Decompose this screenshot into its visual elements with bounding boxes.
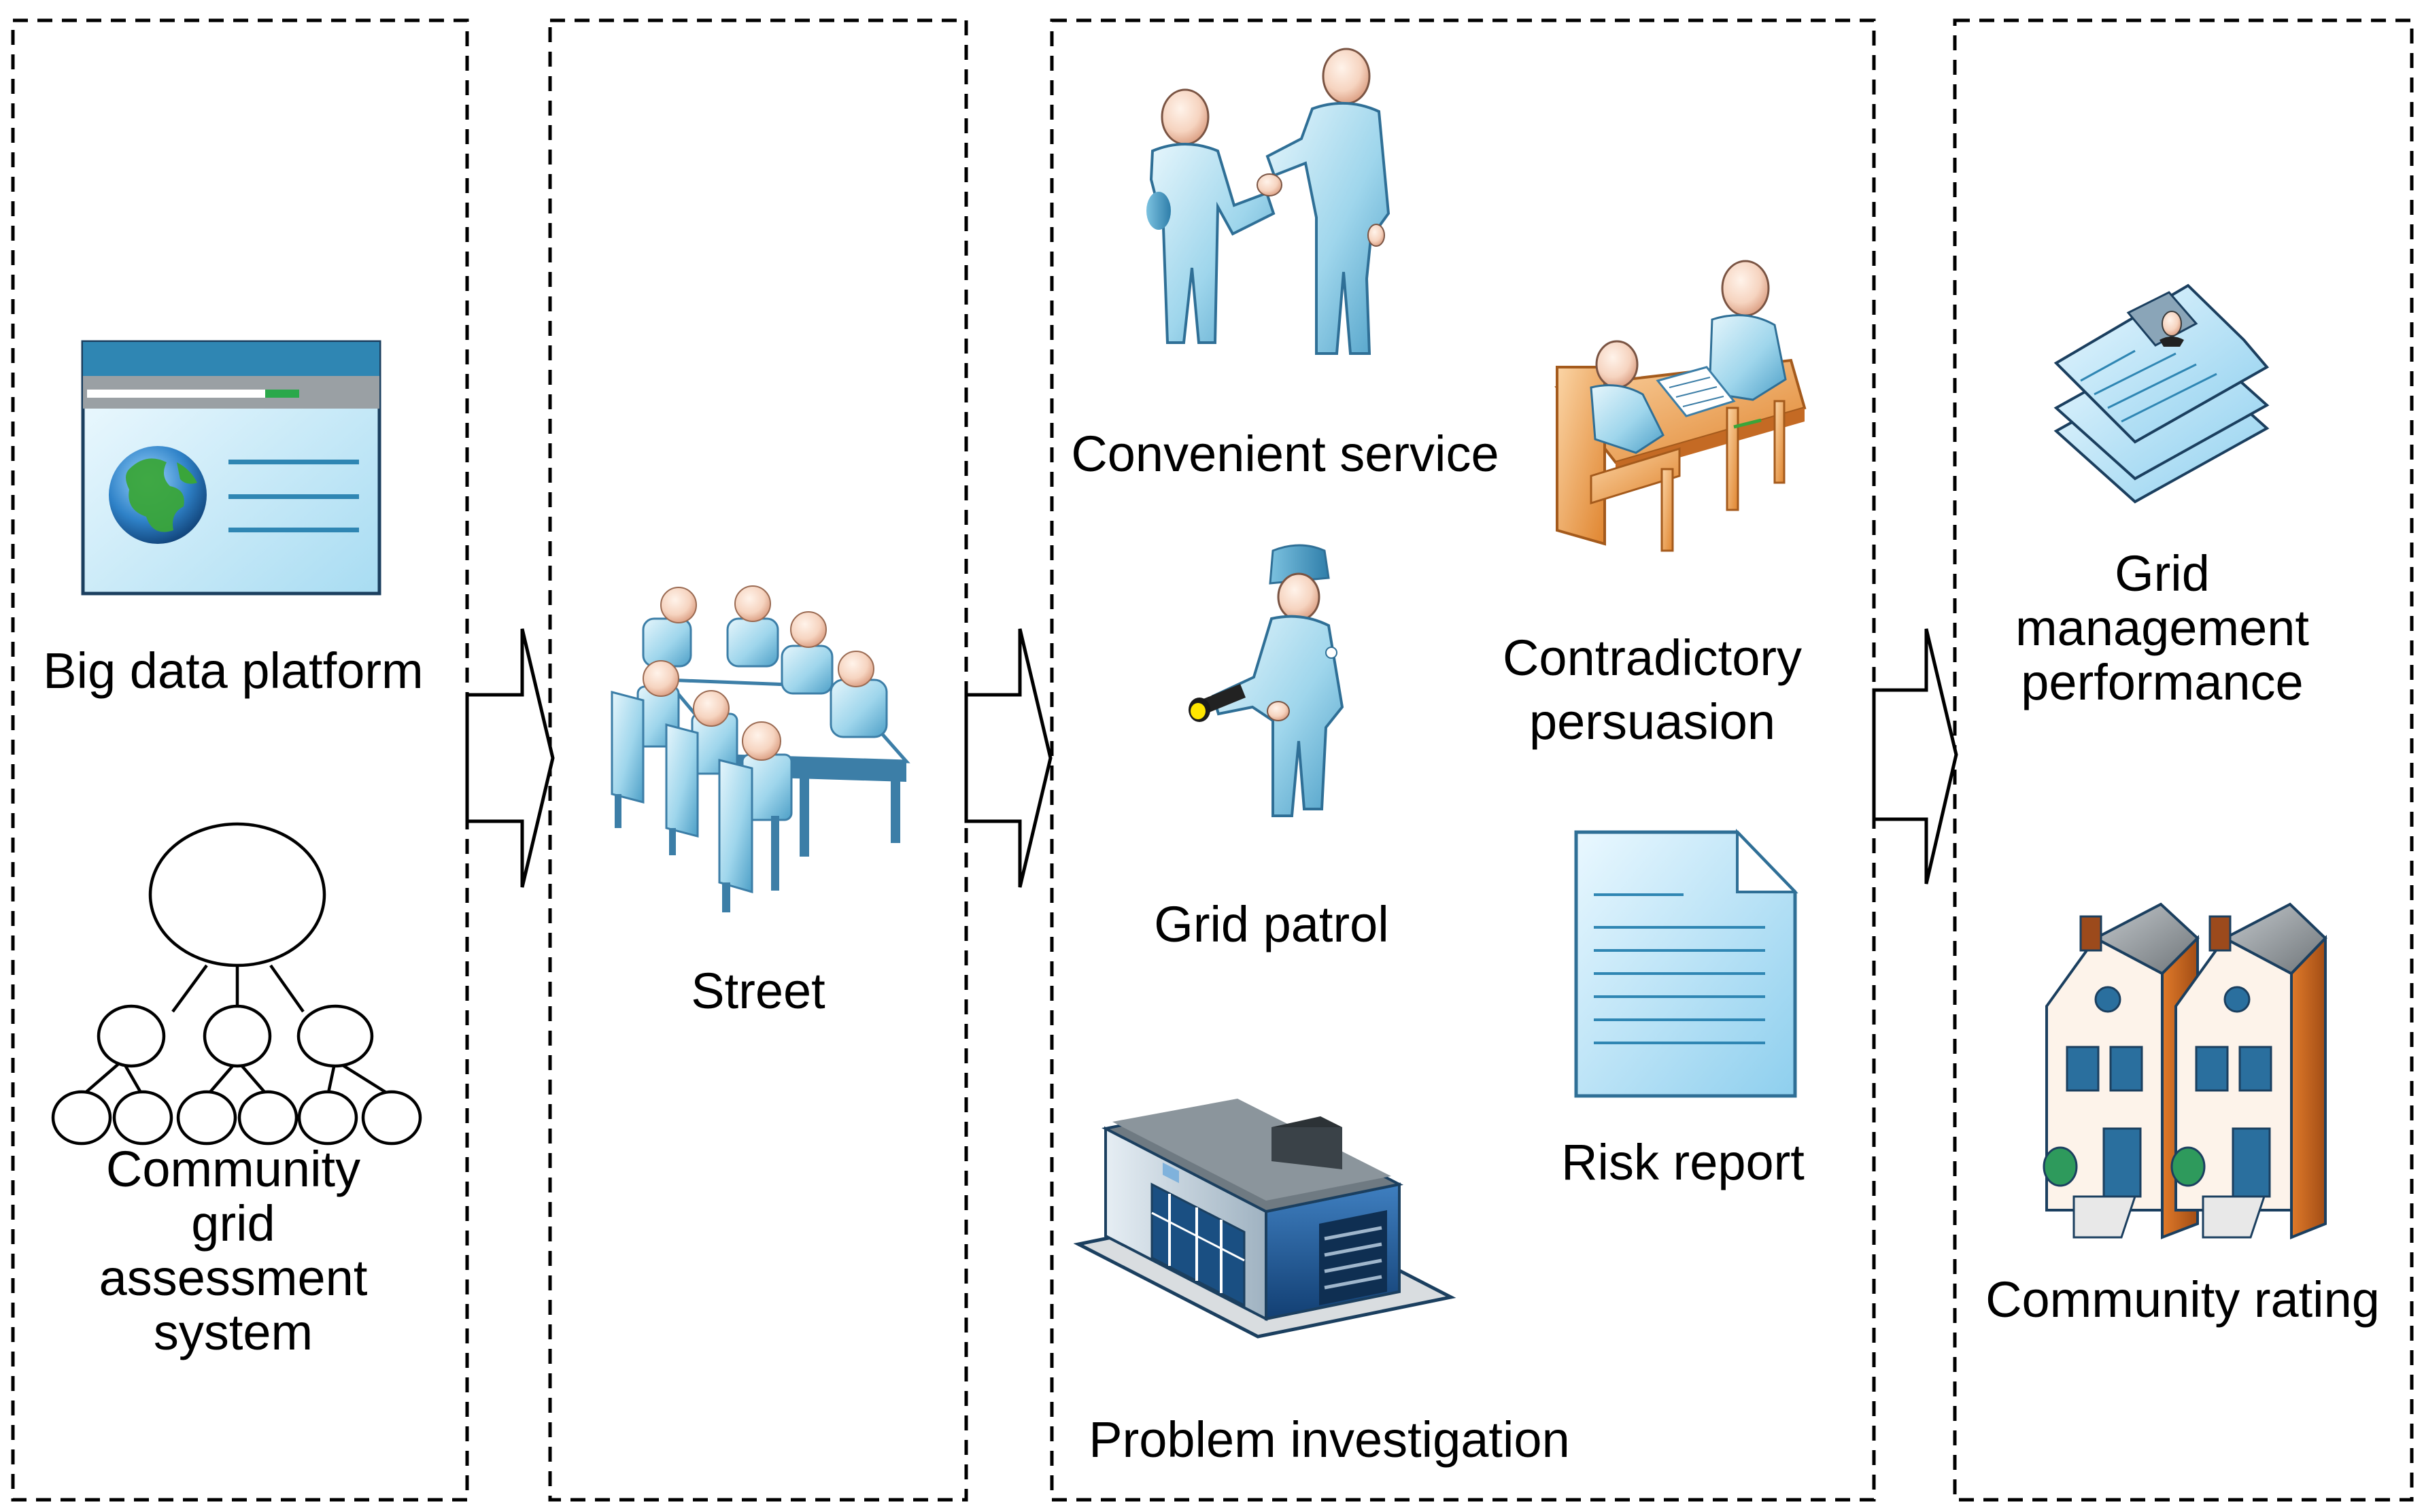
arrow-1 — [465, 628, 555, 888]
garage-door — [1319, 1210, 1387, 1305]
label-line-3: performance — [2021, 654, 2304, 710]
label-grid-management-performance: Grid management performance — [1972, 547, 2353, 710]
label-community-grid-assessment-system: Community grid assessment system — [19, 1142, 447, 1360]
flow-arrows — [465, 628, 1958, 888]
label-convenient-service: Convenient service — [1071, 426, 1499, 482]
label-line-3: assessment — [99, 1250, 368, 1306]
label-line-2: management — [2015, 600, 2309, 656]
big-data-platform-icon — [81, 340, 381, 596]
community-grid-tree-icon — [51, 822, 422, 1146]
patrol-officer-icon — [1189, 544, 1344, 817]
seated-person-front-row — [611, 660, 793, 912]
label-line-1: Community — [105, 1141, 361, 1197]
street-meeting-icon — [611, 585, 910, 912]
label-line-2: persuasion — [1529, 693, 1775, 750]
police-station-building-icon — [1073, 1099, 1456, 1339]
label-community-rating: Community rating — [1985, 1271, 2380, 1328]
label-street: Street — [691, 963, 825, 1019]
label-problem-investigation: Problem investigation — [1089, 1411, 1570, 1468]
handshake-people-icon — [1146, 48, 1390, 355]
risk-report-document-icon — [1574, 829, 1798, 1098]
label-line-2: grid — [191, 1195, 275, 1252]
performance-documents-icon — [2053, 284, 2270, 504]
seated-person-back-row — [642, 585, 888, 738]
arrow-3 — [1872, 628, 1958, 884]
label-line-1: Contradictory — [1502, 630, 1803, 686]
label-line-4: system — [153, 1304, 313, 1360]
label-line-1: Grid — [2115, 545, 2210, 602]
house-right — [2170, 902, 2327, 1239]
panel-sources-frame — [11, 18, 469, 1502]
arrow-2 — [964, 628, 1053, 888]
label-grid-patrol: Grid patrol — [1154, 896, 1389, 952]
label-contradictory-persuasion: Contradictory persuasion — [1475, 631, 1829, 749]
community-houses-icon — [2043, 902, 2327, 1239]
label-big-data-platform: Big data platform — [43, 642, 424, 699]
desk-meeting-icon — [1554, 260, 1807, 552]
label-risk-report: Risk report — [1561, 1134, 1805, 1190]
